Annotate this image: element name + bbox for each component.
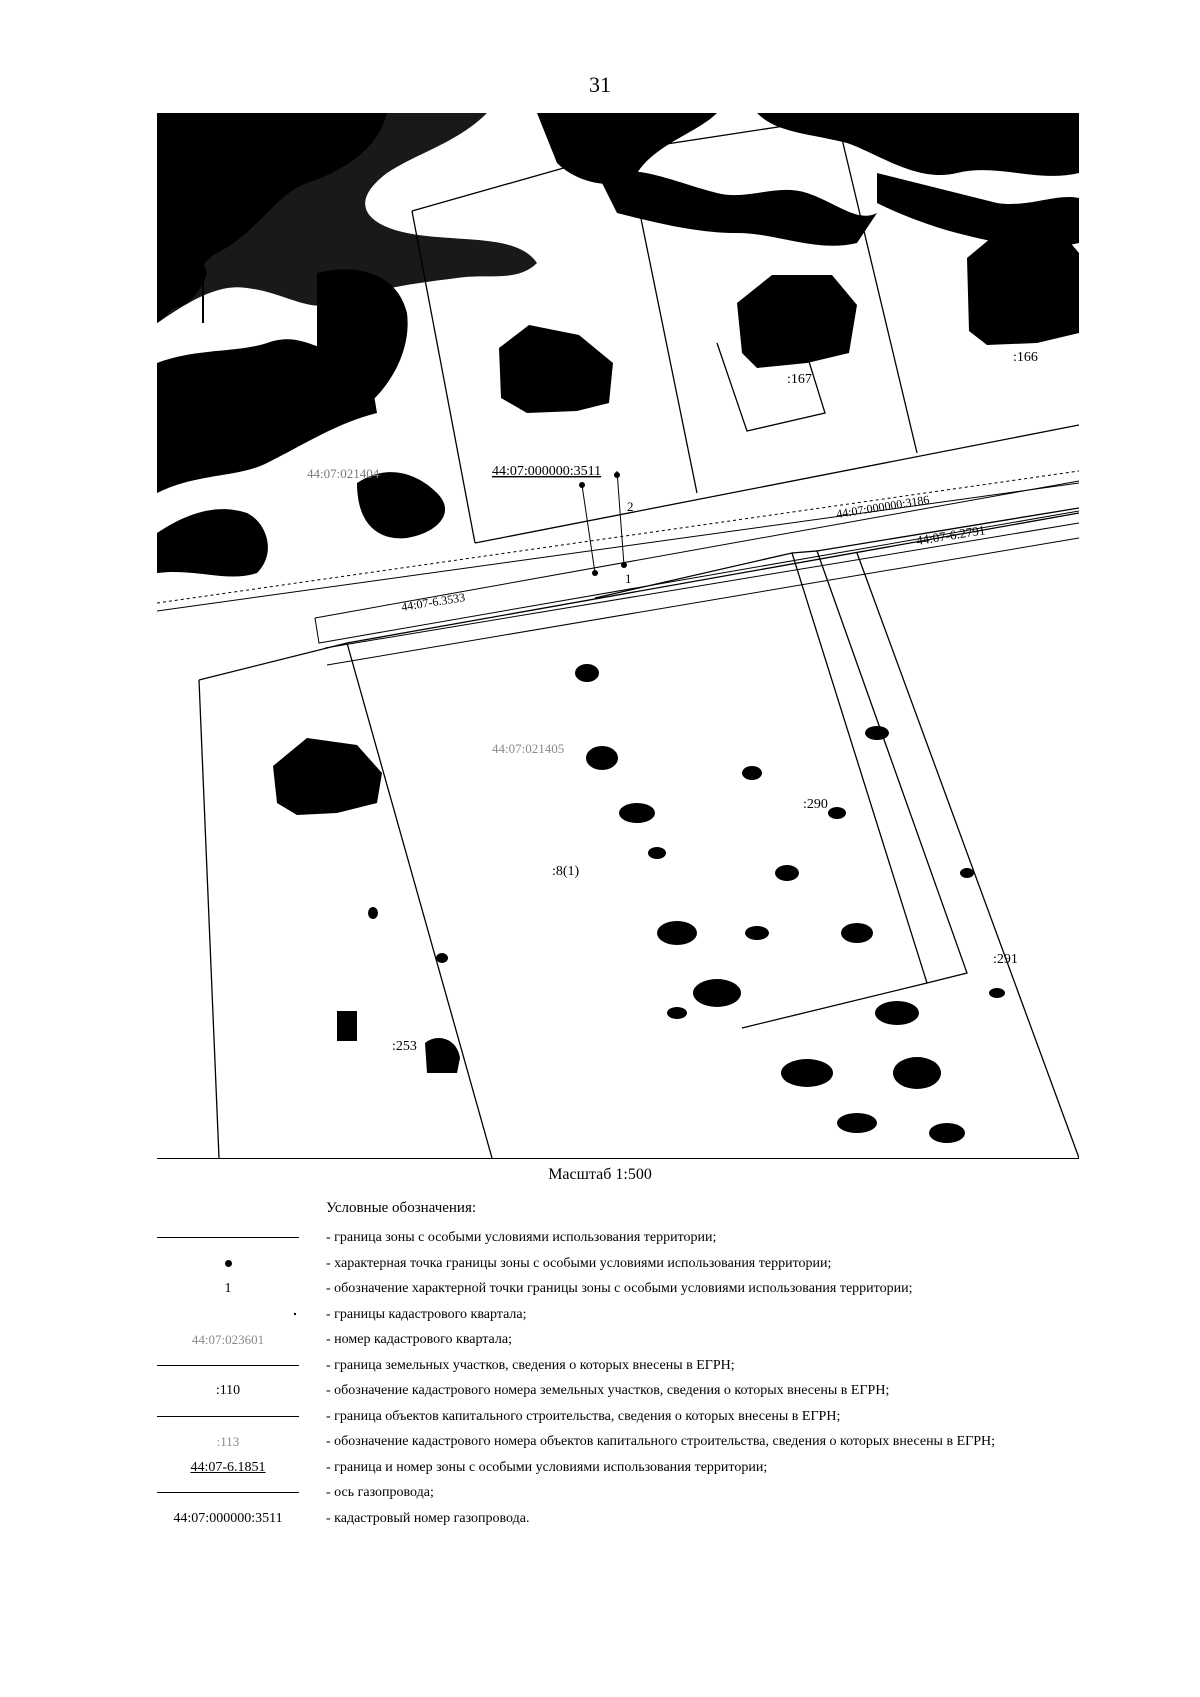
map-bottom-border	[157, 1158, 1079, 1159]
legend-text: - обозначение кадастрового номера объект…	[326, 1434, 996, 1449]
legend-text: - обозначение характерной точки границы …	[326, 1281, 913, 1296]
point-label-1: 1	[625, 571, 632, 586]
legend-row-zone-boundary: - граница зоны с особыми условиями испол…	[157, 1225, 1117, 1251]
legend-text: - граница объектов капитального строител…	[326, 1408, 841, 1424]
legend-symbol-number: 1	[224, 1281, 232, 1296]
parcel-label-291: :291	[993, 952, 1018, 967]
special-zone-boundary	[314, 470, 1079, 666]
legend-row-point-number: 1 - обозначение характерной точки границ…	[157, 1276, 1117, 1302]
legend-text: - кадастровый номер газопровода.	[326, 1510, 530, 1526]
scale-label: Масштаб 1:500	[548, 1166, 652, 1183]
page-number: 31	[589, 72, 611, 97]
legend-row-quarter-boundary: - границы кадастрового квартала;	[157, 1302, 1117, 1328]
legend-text: - границы кадастрового квартала;	[326, 1306, 527, 1322]
legend-symbol-zone-number: 44:07-6.1851	[190, 1459, 266, 1475]
gas-pipeline-axis	[157, 482, 1079, 612]
quarter-boundary	[157, 430, 1079, 604]
legend-symbol-line	[157, 1225, 299, 1251]
parcel-label-8: :8(1)	[552, 864, 580, 879]
legend-title: Условные обозначения:	[326, 1200, 477, 1216]
legend-symbol-dot	[157, 1251, 299, 1277]
legend-row-building-number: :113 - обозначение кадастрового номера о…	[157, 1429, 1117, 1455]
legend-text: - обозначение кадастрового номера земель…	[326, 1383, 890, 1398]
legend-row-building-boundary: - граница объектов капитального строител…	[157, 1404, 1117, 1430]
quarter-label-top: 44:07:021404	[307, 466, 380, 481]
quarter-label-main: 44:07:021405	[492, 741, 564, 756]
legend-symbol-gas-number: 44:07:000000:3511	[173, 1510, 283, 1526]
legend-text: - граница земельных участков, сведения о…	[326, 1357, 735, 1373]
legend-text: - характерная точка границы зоны с особы…	[326, 1255, 832, 1271]
legend-symbol-building-number: :113	[216, 1434, 240, 1449]
legend-symbol-quarter-number: 44:07:023601	[191, 1332, 265, 1347]
legend-symbol-line	[157, 1353, 299, 1379]
vegetation-spots	[368, 664, 1005, 1143]
aerial-photo-background	[157, 113, 1079, 577]
parcel-label-167: :167	[787, 372, 812, 387]
pipeline-label: 44:07:000000:3511	[492, 464, 601, 479]
legend-row-parcel-number: :110 - обозначение кадастрового номера з…	[157, 1378, 1117, 1404]
legend-text: - граница зоны с особыми условиями испол…	[326, 1230, 717, 1245]
parcel-label-253: :253	[392, 1039, 417, 1054]
zone-label-left: 44:07-6.3533	[400, 590, 466, 614]
characteristic-points	[579, 472, 627, 576]
legend-row-zone-number: 44:07-6.1851 - граница и номер зоны с ос…	[157, 1455, 1117, 1481]
legend-row-quarter-number: 44:07:023601 - номер кадастрового кварта…	[157, 1327, 1117, 1353]
legend-symbol-line	[157, 1480, 299, 1506]
legend-text: - граница и номер зоны с особыми условия…	[326, 1459, 768, 1475]
parcel-label-290: :290	[803, 797, 828, 812]
legend-row-characteristic-point: - характерная точка границы зоны с особы…	[157, 1251, 1117, 1277]
legend-symbol-small-dot	[157, 1302, 299, 1328]
legend-text: - ось газопровода;	[326, 1485, 434, 1500]
legend-row-gas-number: 44:07:000000:3511 - кадастровый номер га…	[157, 1506, 1117, 1532]
building-shapes	[273, 233, 1079, 1073]
point-label-2: 2	[627, 499, 634, 514]
parcel-boundaries	[198, 117, 1079, 1158]
cadastral-map: С 44:07:021404 44:07:000000:3511 2 1 44:…	[157, 113, 1079, 1158]
legend-symbol-line	[157, 1404, 299, 1430]
north-label: С	[195, 144, 208, 166]
legend: - граница зоны с особыми условиями испол…	[157, 1225, 1117, 1531]
legend-row-gas-axis: - ось газопровода;	[157, 1480, 1117, 1506]
legend-symbol-parcel-number: :110	[215, 1383, 241, 1398]
parcel-label-166: :166	[1013, 350, 1038, 365]
legend-row-parcel-boundary: - граница земельных участков, сведения о…	[157, 1353, 1117, 1379]
legend-text: - номер кадастрового квартала;	[326, 1332, 512, 1347]
